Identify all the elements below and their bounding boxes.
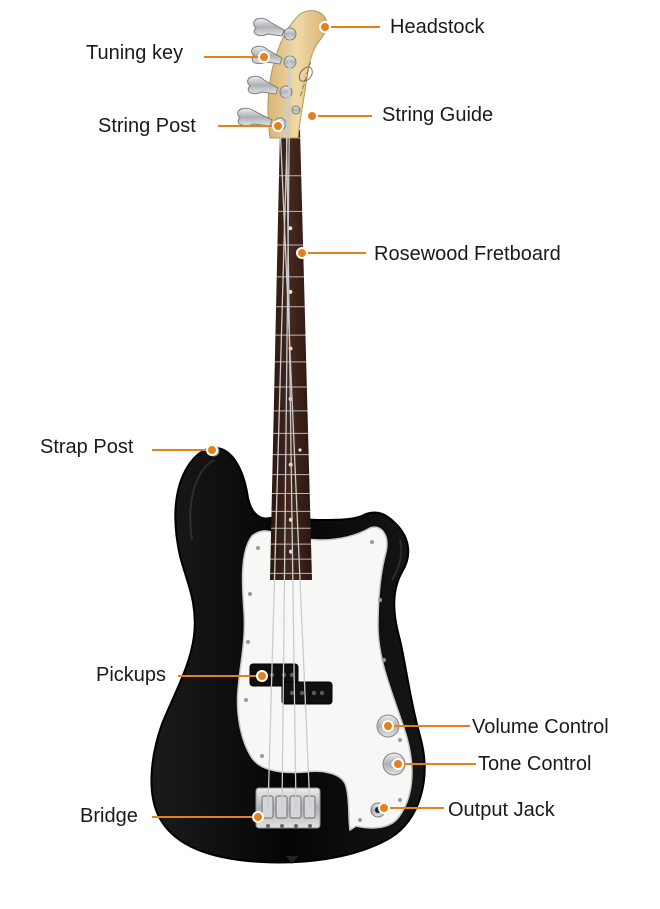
callout-bridge <box>152 811 264 823</box>
label-tone-control: Tone Control <box>478 753 592 775</box>
callout-output-jack <box>378 802 444 814</box>
fret-inlay-dot <box>288 226 293 231</box>
label-volume-control: Volume Control <box>472 716 609 738</box>
callout-volume <box>382 720 470 732</box>
bridge-assembly <box>255 787 321 829</box>
label-string-post: String Post <box>98 115 196 137</box>
callout-string-post <box>218 120 284 132</box>
label-fretboard: Rosewood Fretboard <box>374 243 561 265</box>
end-strap-button <box>286 856 298 864</box>
callout-tuning-key <box>204 51 270 63</box>
label-strap-post: Strap Post <box>40 436 134 458</box>
neck <box>270 130 312 580</box>
callout-fretboard <box>296 247 366 259</box>
label-pickups: Pickups <box>96 664 167 686</box>
label-bridge: Bridge <box>80 805 138 827</box>
label-output-jack: Output Jack <box>448 799 555 821</box>
callouts <box>152 21 476 823</box>
callout-strap-post <box>152 444 218 456</box>
strings <box>267 33 311 809</box>
pickguard <box>236 526 413 832</box>
label-headstock: Headstock <box>390 16 485 38</box>
callout-pickups <box>178 670 268 682</box>
callout-headstock <box>319 21 380 33</box>
label-string-guide: String Guide <box>382 104 494 126</box>
callout-tone <box>392 758 476 770</box>
label-tuning-key: Tuning key <box>86 42 184 64</box>
callout-string-guide <box>306 110 372 122</box>
